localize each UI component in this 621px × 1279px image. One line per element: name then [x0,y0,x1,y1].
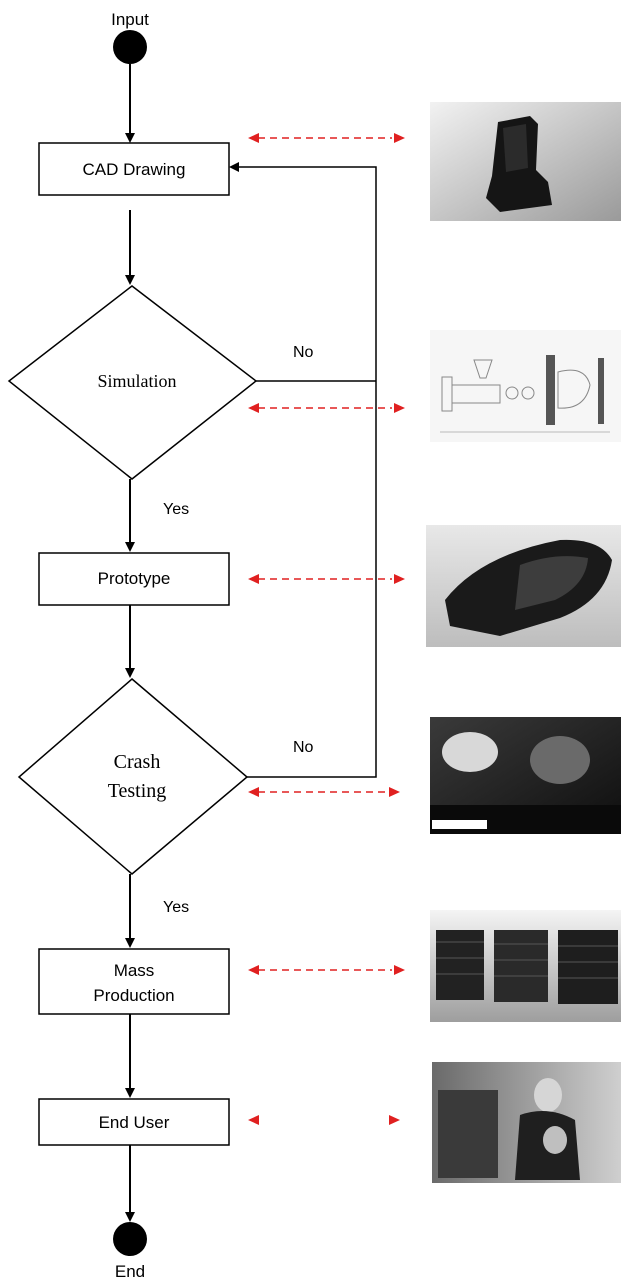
crash-test-image [430,717,621,834]
branch-yes-1: Yes [163,501,189,518]
simulation-schematic-image [430,330,621,442]
decision-simulation [7,285,258,480]
branch-no-1: No [293,344,314,361]
step-mass-label-line1: Mass [114,961,155,980]
prototype-seat-image [426,525,621,647]
branch-yes-2: Yes [163,899,189,916]
step-prototype [38,552,230,606]
start-node [113,30,147,64]
mass-production-image [430,910,621,1022]
link-prototype-image [248,574,405,584]
step-end-user [38,1098,230,1146]
link-mass-image [248,965,405,975]
link-enduser-image [248,1115,400,1125]
decision-crash-testing [17,678,249,875]
start-label: Input [111,10,149,29]
step-mass-production [38,948,230,1015]
end-label: End [115,1262,145,1279]
end-node [113,1222,147,1256]
decision-crash-label-line2: Testing [108,780,167,802]
cad-seat-image [430,102,621,221]
decision-crash-label-line1: Crash [114,751,161,773]
step-end-user-label: End User [99,1113,170,1132]
decision-simulation-label: Simulation [97,371,176,391]
link-simulation-image [248,403,405,413]
step-mass-label-line2: Production [93,986,174,1005]
link-cad-image [248,133,405,143]
step-cad-drawing-label: CAD Drawing [83,160,186,179]
link-crash-image [248,787,400,797]
feedback-loop-line [229,162,377,778]
step-prototype-label: Prototype [98,569,171,588]
end-user-image [432,1062,621,1183]
branch-no-2: No [293,739,314,756]
